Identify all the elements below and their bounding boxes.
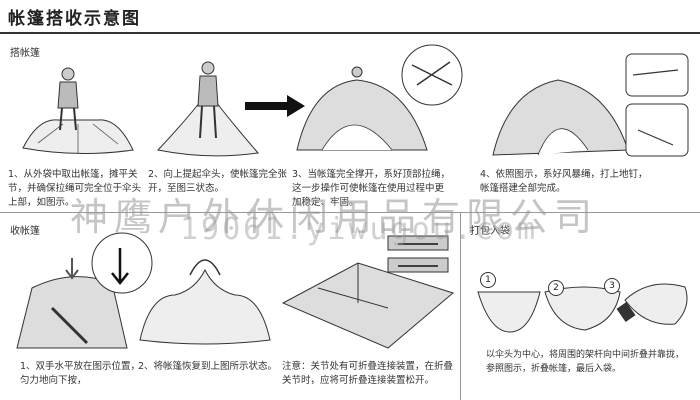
pack-step-number-2: 2 <box>548 280 564 296</box>
watermark-company: 神鹰户外休闲用品有限公司 <box>70 195 599 239</box>
pack-step-number-3: 3 <box>604 278 620 294</box>
takedown-note-line-2: 关节时，应将可折叠连接装置松开。 <box>282 375 435 386</box>
setup-step-4-line-2: 帐篷搭建全部完成。 <box>480 183 566 194</box>
pack-illustration <box>477 283 688 333</box>
setup-step-1: 1、从外袋中取出帐篷，摊平关 节，并确保拉绳可完全位于伞头 上部，如图示。 <box>8 168 148 210</box>
pack-instructions: 以伞头为中心，将周围的架杆向中间折叠并靠拢， 参照图示，折叠帐篷，最后入袋。 <box>486 348 696 376</box>
setup-step-2: 2、向上提起伞头，使帐篷完全张 开，至图三状态。 <box>148 168 288 196</box>
setup-step-3-line-2: 这一步操作可使帐篷在使用过程中更 <box>292 183 445 194</box>
pack-instructions-line-1: 以伞头为中心，将周围的架杆向中间折叠并靠拢， <box>486 350 685 360</box>
takedown-illustration-3 <box>281 235 455 349</box>
page-title: 帐篷搭收示意图 <box>8 9 141 29</box>
title-rule <box>0 32 700 34</box>
setup-step-4: 4、依照图示，系好风暴绳，打上地钉， 帐篷搭建全部完成。 <box>480 168 680 196</box>
setup-step-3-line-1: 3、当帐篷完全撑开，系好顶部拉绳， <box>292 169 451 180</box>
takedown-illustration-1 <box>16 232 153 349</box>
setup-illustration-4 <box>492 53 689 157</box>
setup-step-2-line-1: 2、向上提起伞头，使帐篷完全张 <box>148 169 288 180</box>
arrow-right-icon <box>245 95 305 117</box>
takedown-illustration-2 <box>139 259 271 345</box>
pack-instructions-line-2: 参照图示，折叠帐篷，最后入袋。 <box>486 364 622 374</box>
setup-step-1-line-3: 上部，如图示。 <box>8 197 75 208</box>
section-label-setup: 搭帐篷 <box>10 48 40 59</box>
takedown-note-line-1: 注意：关节处有可折叠连接装置，在折叠 <box>282 361 454 372</box>
takedown-step-1-line-2: 匀力地向下按， <box>20 375 87 386</box>
section-label-takedown: 收帐篷 <box>10 226 40 237</box>
setup-step-3-line-3: 加稳定、牢固。 <box>292 197 359 208</box>
setup-illustration-3 <box>296 44 463 151</box>
takedown-step-2-line-1: 2、将帐篷恢复到上图所示状态。 <box>138 361 278 372</box>
section-divider-vertical <box>460 212 461 400</box>
pack-step-number-1: 1 <box>480 272 496 288</box>
section-divider <box>0 212 700 213</box>
takedown-step-2: 2、将帐篷恢复到上图所示状态。 <box>138 360 283 374</box>
setup-step-1-line-2: 节，并确保拉绳可完全位于伞头 <box>8 183 142 194</box>
setup-step-3: 3、当帐篷完全撑开，系好顶部拉绳， 这一步操作可使帐篷在使用过程中更 加稳定、牢… <box>292 168 472 210</box>
takedown-step-1: 1、双手水平放在图示位置， 匀力地向下按， <box>20 360 150 388</box>
watermark-url: 19061.yiwugou.com <box>180 212 539 247</box>
setup-step-1-line-1: 1、从外袋中取出帐篷，摊平关 <box>8 169 138 180</box>
setup-illustration-2 <box>157 61 259 157</box>
section-label-pack: 打包入袋 <box>470 226 510 237</box>
setup-step-2-line-2: 开，至图三状态。 <box>148 183 225 194</box>
setup-illustration-1 <box>22 67 134 155</box>
takedown-note: 注意：关节处有可折叠连接装置，在折叠 关节时，应将可折叠连接装置松开。 <box>282 360 460 388</box>
takedown-step-1-line-1: 1、双手水平放在图示位置， <box>20 361 141 372</box>
setup-step-4-line-1: 4、依照图示，系好风暴绳，打上地钉， <box>480 169 648 180</box>
